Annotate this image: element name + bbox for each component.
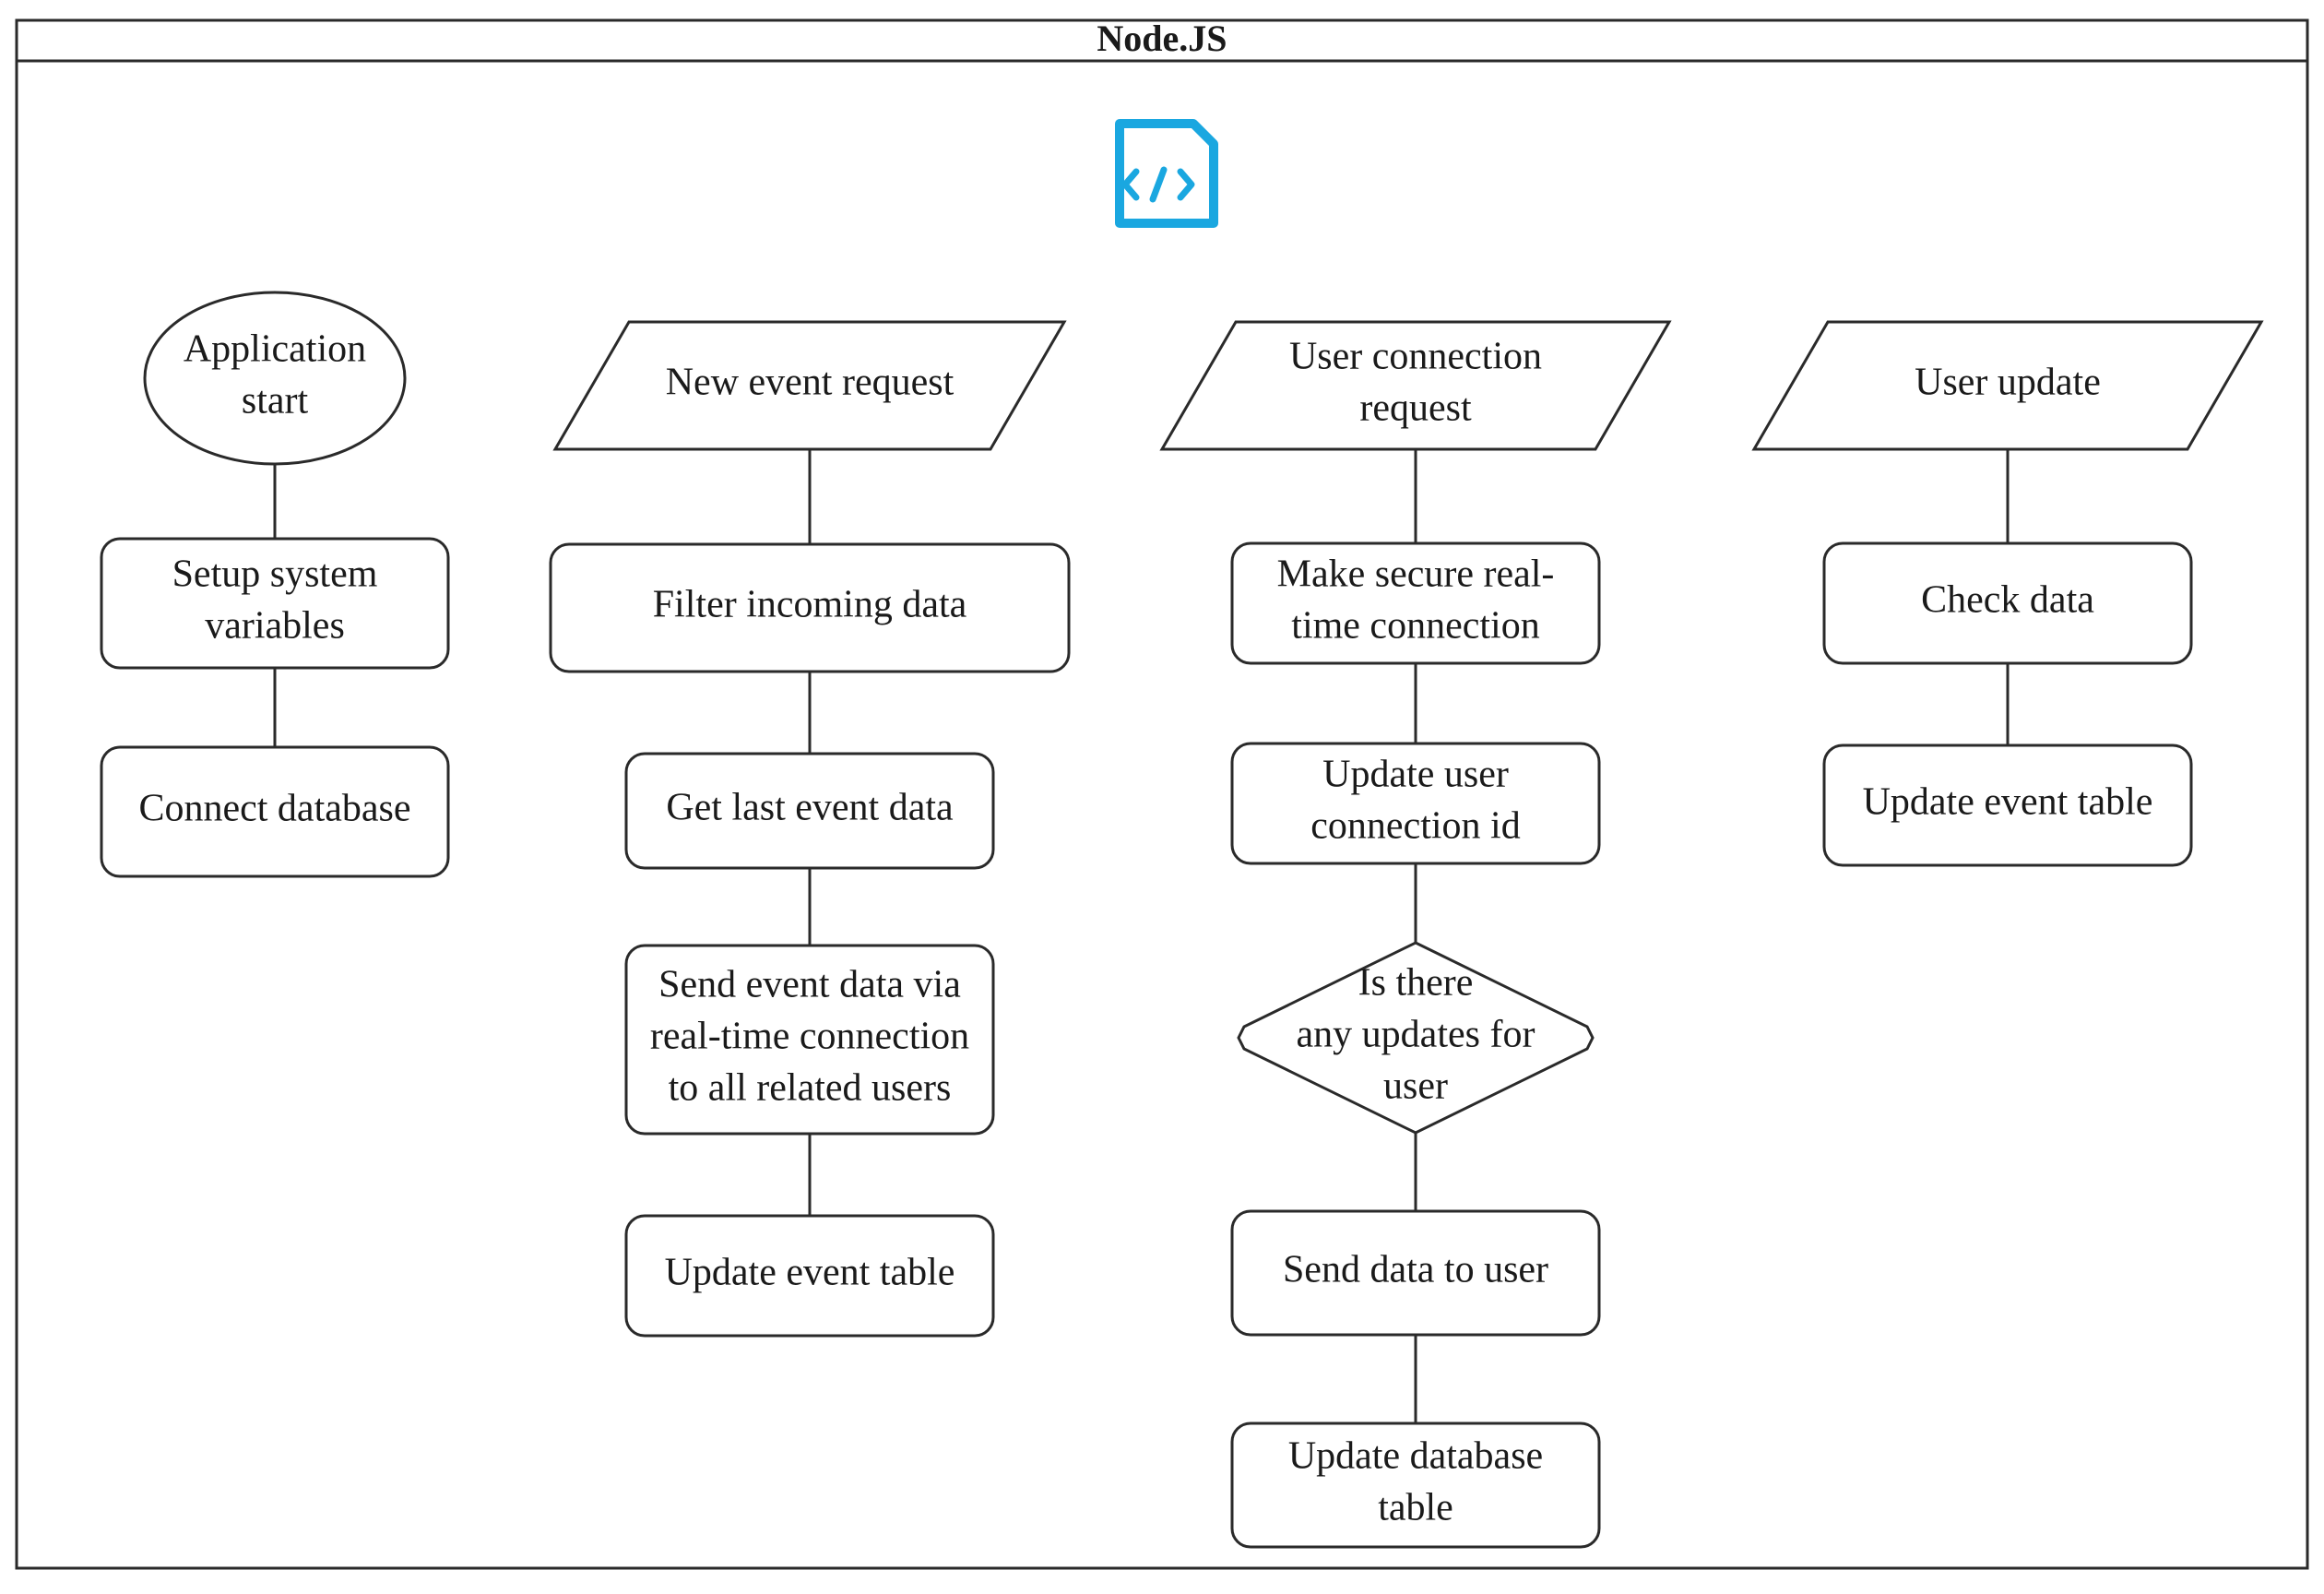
node-shape — [100, 745, 450, 878]
node-label-line: Setup system — [172, 553, 378, 596]
node-shape — [1230, 742, 1601, 865]
node-label-line: Get last event data — [666, 787, 954, 829]
node-label-line: Send event data via — [658, 964, 961, 1006]
node-label-line: to all related users — [669, 1067, 952, 1110]
node-shape — [1230, 1209, 1601, 1337]
node-label-line: Filter incoming data — [653, 584, 967, 626]
node-shape — [1822, 743, 2193, 867]
node-shape — [1237, 941, 1595, 1135]
node-label-line: Application — [184, 328, 366, 371]
user-connection-start-input: User connection request — [1159, 320, 1672, 451]
node-label-line: Update event table — [1863, 781, 2153, 824]
user-connection-step-3-decision: Is there any updates for user — [1237, 941, 1595, 1135]
node-label-line: Send data to user — [1283, 1249, 1548, 1291]
node-shape — [1230, 1422, 1601, 1549]
user-update-step-2-process: Update event table — [1822, 743, 2193, 867]
node-shape — [624, 752, 995, 870]
user-connection-step-2-process: Update user connection id — [1230, 742, 1601, 865]
new-event-step-4-process: Update event table — [624, 1214, 995, 1338]
node-label-line: Update event table — [665, 1252, 955, 1294]
node-label-line: Connect database — [138, 788, 410, 830]
node-shape — [549, 542, 1071, 673]
code-file-icon — [1115, 119, 1218, 228]
new-event-step-3-process: Send event data via real-time connection t… — [624, 944, 995, 1136]
node-shape — [1159, 320, 1672, 451]
connectors — [273, 449, 2010, 1423]
node-label-line: User connection — [1289, 336, 1542, 378]
node-label-line: start — [242, 380, 309, 422]
node-shape — [143, 291, 407, 466]
pool-frame — [15, 18, 2309, 1570]
node-label-line: time connection — [1291, 605, 1539, 648]
node-shape — [1822, 541, 2193, 665]
pool-title: Node.JS — [1097, 18, 1227, 59]
app-start-ellipse: Application start — [143, 291, 407, 466]
app-step-2-process: Connect database — [100, 745, 450, 878]
node-label-line: table — [1378, 1487, 1453, 1529]
new-event-step-1-process: Filter incoming data — [549, 542, 1071, 673]
node-shape — [624, 1214, 995, 1338]
new-event-step-2-process: Get last event data — [624, 752, 995, 870]
node-label-line: any updates for — [1297, 1014, 1536, 1056]
node-shape — [100, 537, 450, 670]
node-label-line: request — [1359, 387, 1472, 430]
node-shape — [624, 944, 995, 1136]
node-label-line: Update database — [1288, 1435, 1543, 1478]
user-connection-step-5-process: Update database table — [1230, 1422, 1601, 1549]
node-label-line: variables — [205, 605, 345, 648]
node-label-line: Check data — [1921, 579, 2094, 622]
node-label-line: Update user — [1322, 754, 1509, 796]
user-connection-step-1-process: Make secure real-time connection — [1230, 541, 1601, 665]
node-label-line: connection id — [1310, 805, 1520, 848]
node-shape — [1230, 541, 1601, 665]
node-shape — [552, 320, 1067, 451]
node-label-line: New event request — [666, 362, 954, 404]
app-step-1-process: Setup system variables — [100, 537, 450, 670]
node-shape — [1751, 320, 2264, 451]
node-label-line: real-time connection — [650, 1016, 969, 1058]
user-connection-step-4-process: Send data to user — [1230, 1209, 1601, 1337]
user-update-start-input: User update — [1751, 320, 2264, 451]
node-label-line: user — [1383, 1065, 1448, 1108]
node-label-line: Make secure real- — [1277, 553, 1555, 596]
node-label-line: User update — [1915, 362, 2101, 404]
new-event-start-input: New event request — [552, 320, 1067, 451]
user-update-step-1-process: Check data — [1822, 541, 2193, 665]
node-label-line: Is there — [1358, 962, 1474, 1005]
